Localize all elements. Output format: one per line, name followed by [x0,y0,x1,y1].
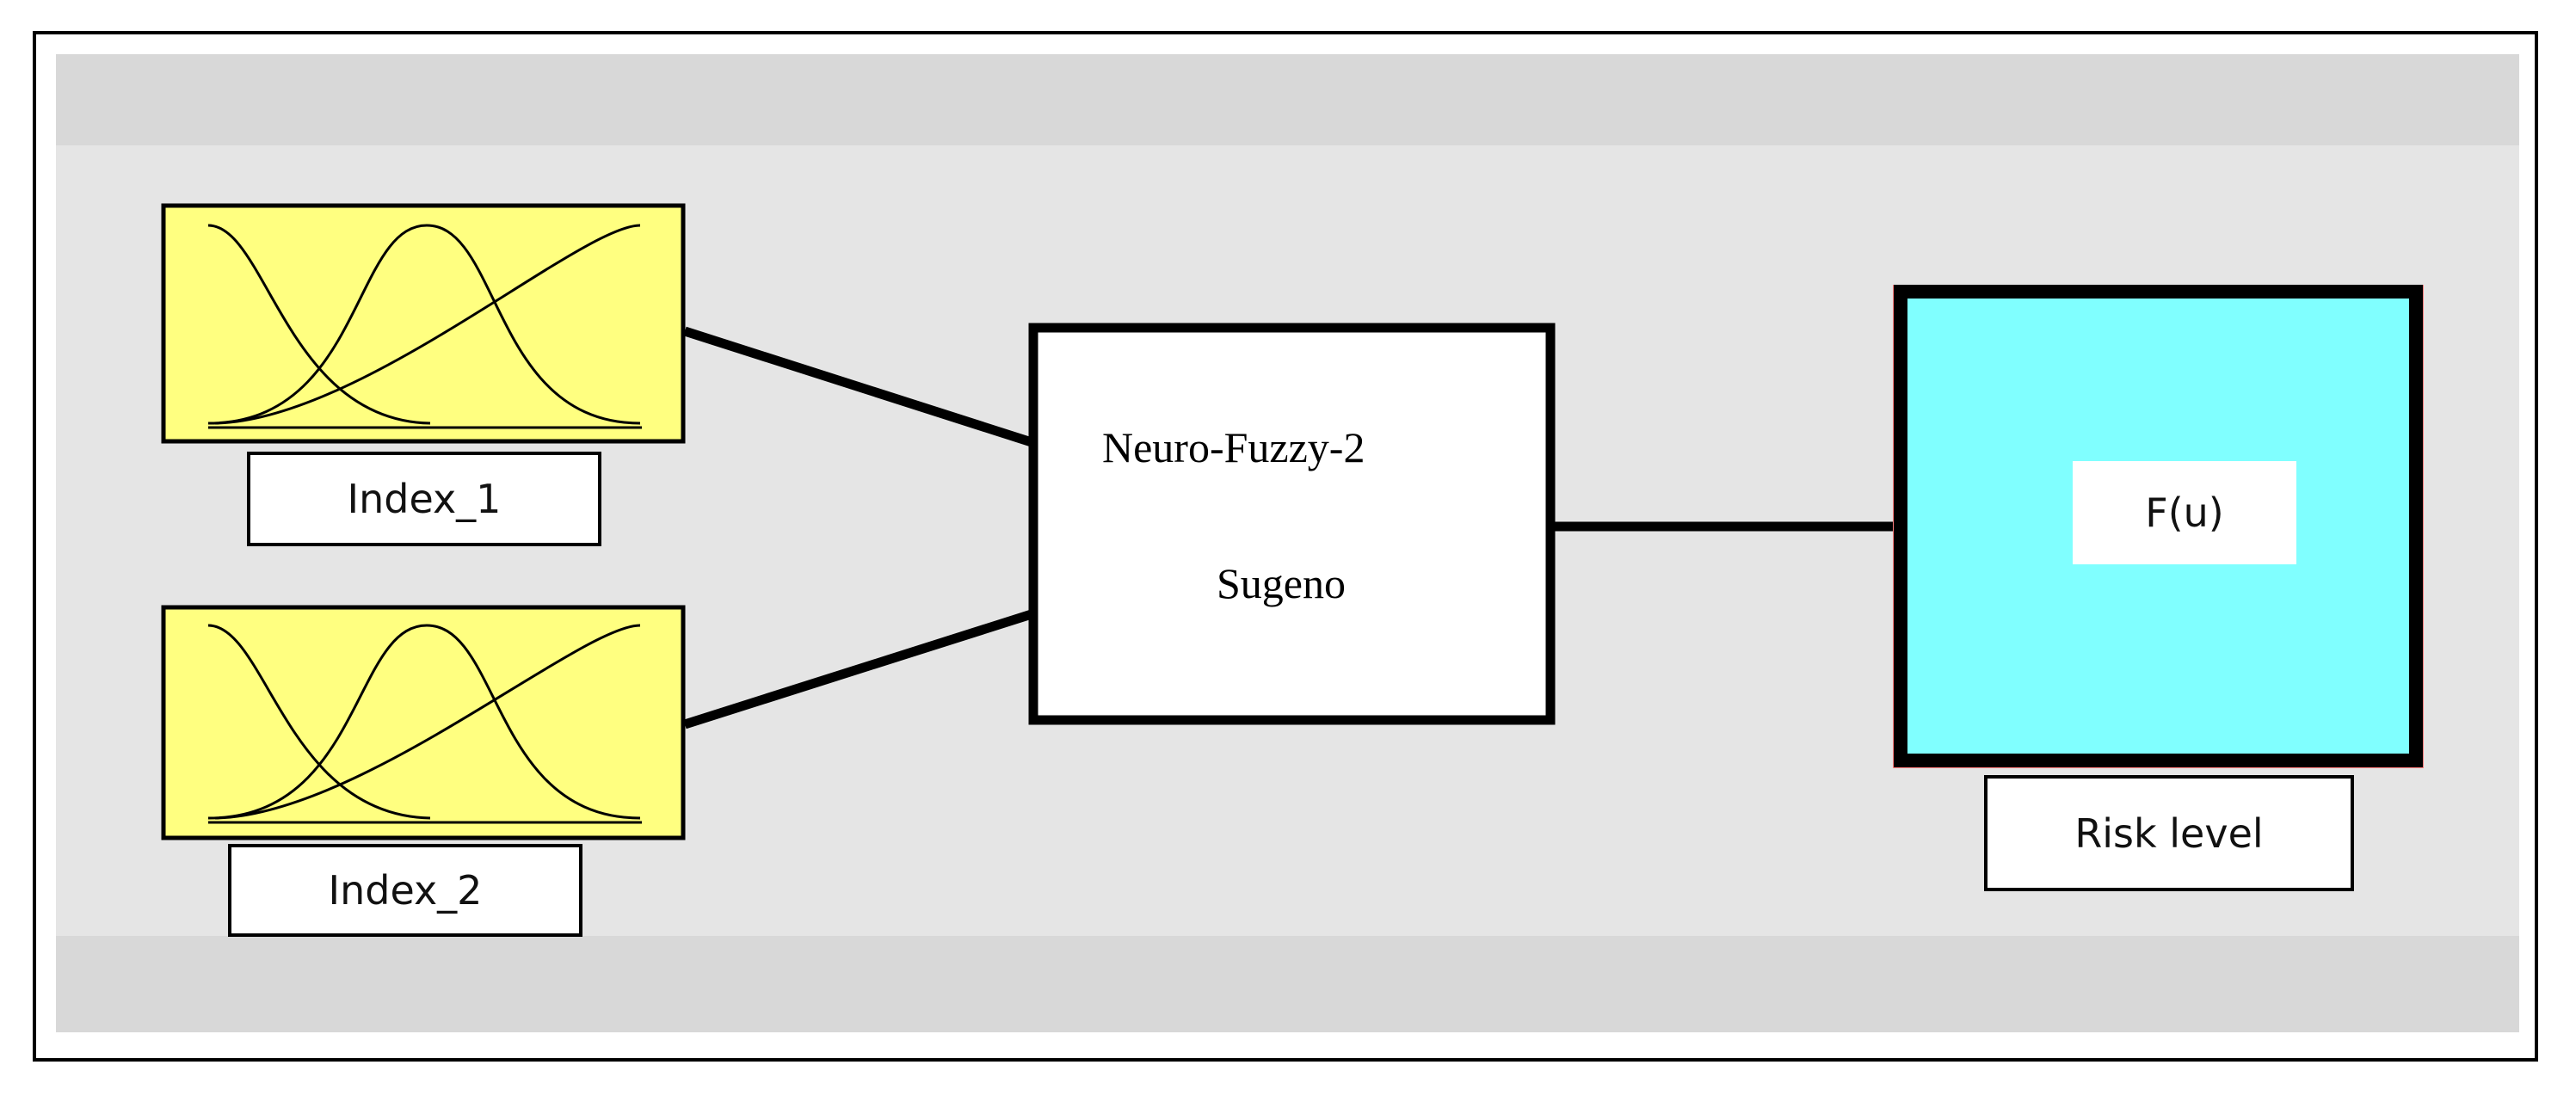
input-mf-block-1[interactable] [161,203,686,444]
fis-system-name: Neuro-Fuzzy-2 [1102,423,1365,471]
input-label-2: Index_2 [228,844,582,937]
mf-curve-mid [207,624,641,820]
fis-system-method: Sugeno [1217,559,1346,607]
input-label-1-text: Index_1 [347,476,502,522]
canvas-bottom-band [56,936,2519,1032]
connector-input-1 [683,326,1036,448]
output-label: Risk level [1984,775,2354,891]
input-label-1: Index_1 [247,452,601,546]
output-function-label: F(u) [2073,461,2296,564]
mf-curve-low [207,624,431,820]
output-label-text: Risk level [2074,809,2264,857]
mf-curve-high [214,624,641,820]
mf-curve-mid [207,224,641,425]
connector-input-2 [683,608,1036,729]
input-mf-block-2[interactable] [161,605,686,840]
fis-system-block[interactable] [1028,323,1556,725]
output-function-text: F(u) [2145,489,2224,536]
canvas-top-band [56,54,2519,145]
input-label-2-text: Index_2 [328,867,483,914]
mf-curve-high [214,224,641,425]
mf-curve-low [207,224,431,425]
